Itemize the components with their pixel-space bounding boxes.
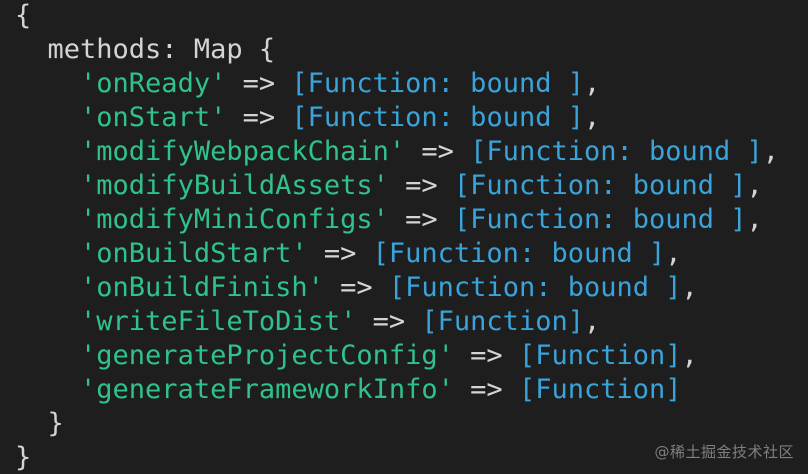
entry-key: 'onBuildStart' [80, 238, 308, 269]
entry-trail: , [762, 136, 780, 167]
code-line-entry: 'modifyBuildAssets' => [Function: bound … [15, 169, 779, 203]
entry-key: 'modifyBuildAssets' [80, 170, 389, 201]
code-line-methods-map: methods: Map { [15, 34, 276, 65]
entry-value: [Function: bound ] [372, 238, 666, 269]
watermark: @稀土掘金技术社区 [654, 443, 794, 461]
code-line-entry: 'modifyMiniConfigs' => [Function: bound … [15, 203, 779, 237]
entry-trail: , [681, 340, 698, 371]
entry-key: 'writeFileToDist' [80, 306, 357, 337]
entry-trail: , [681, 272, 698, 303]
entry-trail: , [665, 238, 682, 269]
entry-trail: , [583, 102, 601, 133]
code-line-entry: 'modifyWebpackChain' => [Function: bound… [15, 135, 779, 169]
entry-trail: , [746, 204, 763, 235]
entry-trail: , [583, 306, 601, 337]
entry-arrow: => [307, 238, 373, 269]
entry-key: 'generateProjectConfig' [80, 340, 454, 371]
entry-key: 'generateFrameworkInfo' [80, 374, 454, 405]
entry-indent [15, 340, 80, 371]
entry-indent [15, 102, 80, 133]
code-line-entry: 'writeFileToDist' => [Function], [15, 305, 779, 339]
entry-indent [15, 306, 80, 337]
entry-value: [Function] [421, 306, 584, 337]
entry-value: [Function: bound ] [291, 102, 584, 133]
entry-indent [15, 170, 80, 201]
entry-key: 'onStart' [80, 102, 227, 133]
entry-arrow: => [388, 170, 454, 201]
entry-indent [15, 204, 80, 235]
code-line-open-brace: { [15, 0, 32, 31]
entry-arrow: => [226, 68, 292, 99]
entry-arrow: => [226, 102, 292, 133]
entry-trail: , [746, 170, 763, 201]
code-line-entry: 'onBuildFinish' => [Function: bound ], [15, 271, 779, 305]
code-line-entry: 'onBuildStart' => [Function: bound ], [15, 237, 779, 271]
entry-value: [Function: bound ] [453, 204, 747, 235]
entry-value: [Function] [518, 374, 682, 405]
entry-arrow: => [356, 306, 422, 337]
entry-arrow: => [453, 374, 519, 405]
entry-key: 'modifyWebpackChain' [80, 136, 406, 167]
code-line-close-brace: } [15, 442, 32, 473]
entry-indent [15, 68, 80, 99]
entry-indent [15, 136, 80, 167]
entry-arrow: => [453, 340, 519, 371]
code-line-entry: 'onStart' => [Function: bound ], [15, 101, 779, 135]
entry-key: 'onBuildFinish' [80, 272, 324, 303]
entry-value: [Function: bound ] [470, 136, 763, 167]
entry-arrow: => [388, 204, 454, 235]
code-line-entry: 'onReady' => [Function: bound ], [15, 67, 779, 101]
entry-key: 'modifyMiniConfigs' [80, 204, 389, 235]
entry-indent [15, 272, 80, 303]
entry-indent [15, 238, 80, 269]
entry-value: [Function] [518, 340, 682, 371]
console-output: { methods: Map { 'onReady' => [Function:… [15, 0, 779, 474]
entry-indent [15, 374, 80, 405]
entry-arrow: => [323, 272, 389, 303]
entry-key: 'onReady' [80, 68, 227, 99]
code-line-entry: 'generateFrameworkInfo' => [Function] [15, 373, 779, 407]
code-line-entry: 'generateProjectConfig' => [Function], [15, 339, 779, 373]
code-line-map-close: } [15, 408, 64, 439]
entry-trail: , [583, 68, 601, 99]
entry-value: [Function: bound ] [388, 272, 682, 303]
entry-arrow: => [405, 136, 471, 167]
entry-value: [Function: bound ] [291, 68, 584, 99]
entry-value: [Function: bound ] [453, 170, 747, 201]
